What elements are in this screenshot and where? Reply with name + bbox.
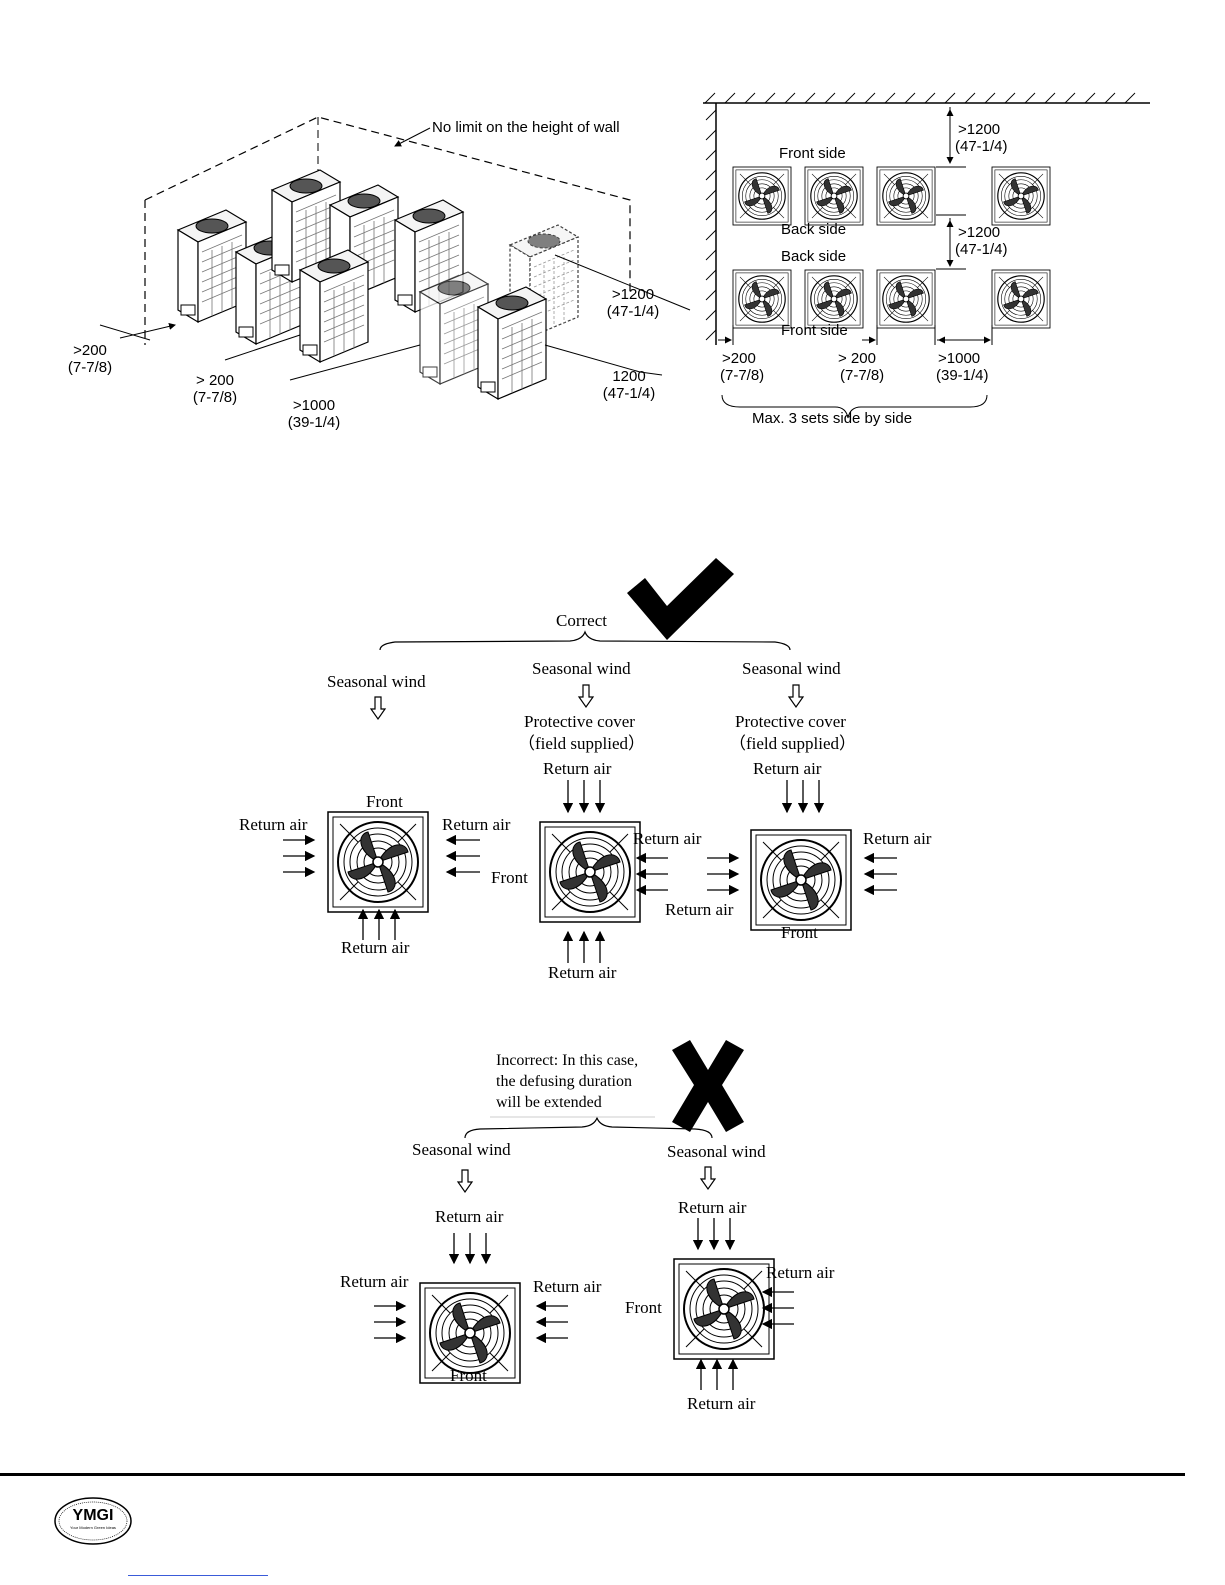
plan-dim-middle-imperial: (47-1/4): [955, 241, 1008, 258]
logo-text: YMGI: [73, 1507, 114, 1524]
dim-mid-value: > 200: [196, 372, 234, 389]
incorrect-label-line2: the defusing duration: [496, 1073, 632, 1090]
plan-dim-right-value: >1000: [938, 350, 981, 367]
correct-u2-return-top: Return air: [543, 759, 612, 778]
plan-dim-top-imperial: (47-1/4): [955, 138, 1008, 155]
correct-u1-return-bottom: Return air: [341, 938, 410, 957]
correct-u2-cover-note: （field supplied）: [518, 734, 646, 753]
correct-u3-return-right: Return air: [863, 829, 932, 848]
dim-right-bottom-value: 1200: [612, 368, 646, 385]
check-mark-icon: [627, 558, 734, 640]
correct-u3-wind: Seasonal wind: [742, 659, 841, 678]
footer-divider: [0, 1473, 1185, 1476]
incorrect-u2-return-right: Return air: [766, 1263, 835, 1282]
incorrect-label-line3: will be extended: [496, 1094, 602, 1111]
correct-u2-return-right-low: Return air: [665, 900, 734, 919]
correct-u2-cover: Protective cover: [524, 712, 635, 731]
incorrect-u1-wind: Seasonal wind: [412, 1140, 511, 1159]
logo-tagline: Your Modern Green Ideas: [70, 1525, 116, 1530]
footer-link-underline[interactable]: [128, 1575, 268, 1576]
dim-mid-imperial: (7-7/8): [192, 389, 238, 406]
plan-dim-left-value: >200: [722, 350, 756, 367]
plan-dim-left-imperial: (7-7/8): [720, 367, 765, 384]
plan-view-figure: [703, 92, 1150, 419]
correct-u1-wind: Seasonal wind: [327, 672, 426, 691]
incorrect-u1-return-left: Return air: [340, 1272, 409, 1291]
cross-mark-icon: [672, 1040, 744, 1132]
dim-bottom-imperial: (39-1/4): [287, 414, 341, 431]
incorrect-u1-return-top: Return air: [435, 1207, 504, 1226]
correct-u2-return-bottom: Return air: [548, 963, 617, 982]
back-side-label-2: Back side: [781, 248, 847, 265]
dim-right-bottom-imperial: (47-1/4): [602, 385, 656, 402]
correct-u3-front: Front: [781, 923, 818, 942]
correct-u2-front: Front: [491, 868, 528, 887]
plan-dim-center-imperial: (7-7/8): [840, 367, 885, 384]
ymgi-logo: YMGI Your Modern Green Ideas: [53, 1496, 133, 1546]
incorrect-u2-wind: Seasonal wind: [667, 1142, 766, 1161]
front-side-bottom-label: Front side: [781, 322, 848, 339]
correct-u1-return-right: Return air: [442, 815, 511, 834]
correct-u3-return-top: Return air: [753, 759, 822, 778]
correct-u2-wind: Seasonal wind: [532, 659, 631, 678]
plan-dim-center-value: > 200: [838, 350, 876, 367]
plan-dim-middle-value: >1200: [958, 224, 1001, 241]
wall-height-note: No limit on the height of wall: [432, 119, 620, 136]
correct-section-graphics: [283, 558, 897, 963]
incorrect-section-graphics: [374, 1040, 794, 1390]
correct-u1-front: Front: [366, 792, 403, 811]
front-side-top-label: Front side: [779, 145, 846, 162]
incorrect-u2-return-top: Return air: [678, 1198, 747, 1217]
correct-u2-return-right: Return air: [633, 829, 702, 848]
dim-left-imperial: (7-7/8): [67, 359, 113, 376]
correct-u3-cover-note: （field supplied）: [729, 734, 857, 753]
incorrect-u1-front: Front: [450, 1366, 487, 1385]
incorrect-u2-front: Front: [625, 1298, 662, 1317]
dim-right-top-value: >1200: [611, 286, 655, 303]
plan-dim-right-imperial: (39-1/4): [936, 367, 989, 384]
incorrect-label-line1: Incorrect: In this case,: [496, 1052, 639, 1069]
correct-u3-cover: Protective cover: [735, 712, 846, 731]
correct-label: Correct: [556, 611, 607, 630]
dim-left-value: >200: [73, 342, 107, 359]
plan-dim-top-value: >1200: [958, 121, 1001, 138]
dim-bottom-value: >1000: [292, 397, 336, 414]
dim-right-top-imperial: (47-1/4): [606, 303, 660, 320]
incorrect-u1-return-right: Return air: [533, 1277, 602, 1296]
correct-u1-return-left: Return air: [239, 815, 308, 834]
max-sets-note: Max. 3 sets side by side: [752, 410, 913, 427]
back-side-label-1: Back side: [781, 221, 847, 238]
isometric-layout-figure: [99, 116, 691, 400]
incorrect-u2-return-bottom: Return air: [687, 1394, 756, 1413]
